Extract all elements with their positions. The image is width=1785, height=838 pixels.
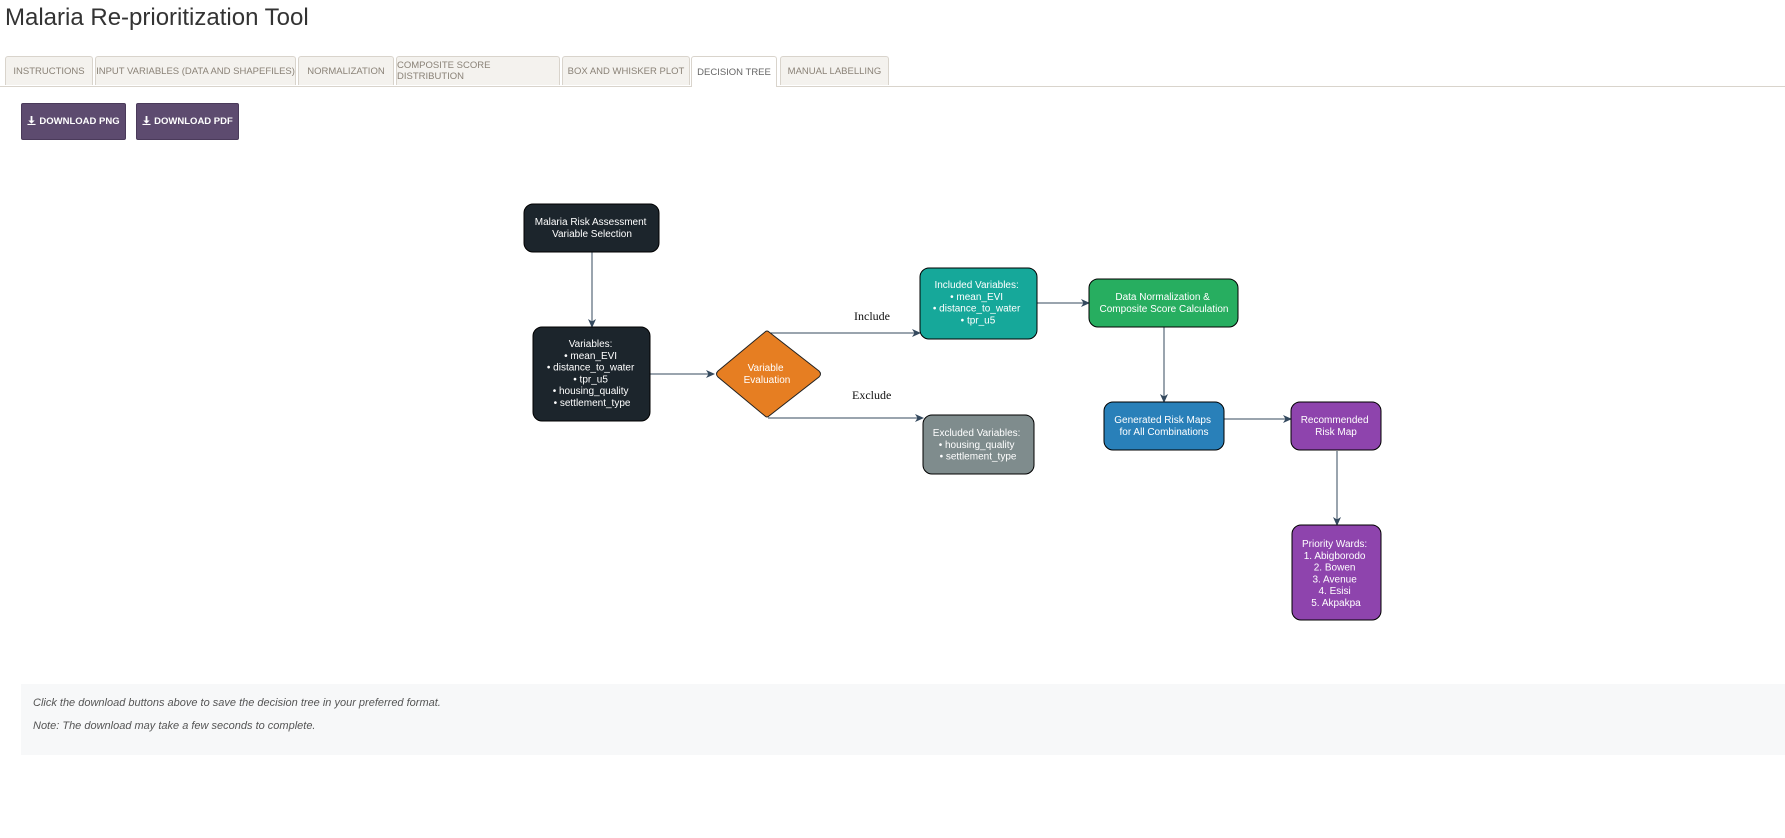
- svg-text:Priority Wards: 1. Abigb: Priority Wards: 1. Abigborodo 2. Bowen 3…: [1302, 539, 1370, 609]
- node-priority-wards: Priority Wards: 1. Abigborodo 2. Bowen 3…: [1291, 524, 1382, 621]
- download-pdf-button[interactable]: Download PDF: [136, 103, 239, 140]
- download-instruction-note: Click the download buttons above to save…: [33, 697, 441, 709]
- svg-text:Variable Evaluation: Variable Evaluation: [744, 363, 791, 386]
- node-start-line: Malaria Risk Assessment: [535, 217, 647, 228]
- tab-box-and-whisker-plot[interactable]: Box and Whisker Plot: [562, 56, 690, 85]
- download-icon: [142, 116, 151, 127]
- node-start: Malaria Risk Assessment Variable Selecti…: [523, 203, 660, 253]
- node-included-line: • tpr_u5: [961, 315, 996, 326]
- node-variables-line: • mean_EVI: [564, 351, 617, 362]
- node-priority-line: 2. Bowen: [1314, 563, 1356, 574]
- node-priority-line: 3. Avenue: [1312, 574, 1357, 585]
- download-notes-panel: Click the download buttons above to save…: [21, 684, 1785, 755]
- node-variables: Variables: • mean_EVI • distance_to_wate…: [532, 326, 651, 422]
- node-included-line: Included Variables:: [934, 280, 1018, 291]
- node-risk-maps-line: Generated Risk Maps: [1114, 415, 1211, 426]
- tab-normalization[interactable]: Normalization: [298, 56, 394, 85]
- svg-text:Data Normalization & Com: Data Normalization & Composite Score Cal…: [1100, 292, 1229, 315]
- svg-text:Variables: • mean_EVI: Variables: • mean_EVI • distance_to_wate…: [547, 339, 637, 409]
- tab-decision-tree[interactable]: Decision Tree: [691, 56, 777, 87]
- node-evaluation: Variable Evaluation: [716, 330, 821, 418]
- edge-label-include: Include: [854, 309, 890, 323]
- node-priority-line: 4. Esisi: [1318, 586, 1350, 597]
- download-png-button[interactable]: Download PNG: [21, 103, 126, 140]
- download-png-label: Download PNG: [39, 116, 120, 127]
- node-priority-line: 5. Akpakpa: [1311, 598, 1361, 609]
- node-variables-line: • distance_to_water: [547, 363, 635, 374]
- node-recommended: Recommended Risk Map: [1290, 401, 1382, 451]
- svg-text:Recommended Risk Map: Recommended Risk Map: [1301, 415, 1372, 438]
- node-evaluation-line: Evaluation: [744, 375, 791, 386]
- node-included: Included Variables: • mean_EVI • distanc…: [919, 267, 1038, 340]
- node-risk-maps: Generated Risk Maps for All Combinations: [1103, 401, 1225, 451]
- node-normalization: Data Normalization & Composite Score Cal…: [1088, 278, 1239, 328]
- svg-text:Excluded Variables: • ho: Excluded Variables: • housing_quality • …: [933, 428, 1023, 463]
- node-variables-line: Variables:: [569, 339, 613, 350]
- diagram-edges: [588, 252, 1341, 526]
- node-evaluation-line: Variable: [748, 363, 784, 374]
- node-variables-line: • tpr_u5: [573, 374, 608, 385]
- tab-input-variables[interactable]: Input Variables (Data and Shapefiles): [95, 56, 296, 85]
- node-variables-line: • housing_quality: [553, 386, 629, 397]
- tab-instructions[interactable]: Instructions: [5, 56, 93, 85]
- node-recommended-line: Recommended: [1301, 415, 1369, 426]
- node-variables-line: • settlement_type: [554, 398, 631, 409]
- edge-label-exclude: Exclude: [852, 388, 891, 402]
- svg-text:Generated Risk Maps for: Generated Risk Maps for All Combinations: [1114, 415, 1214, 438]
- node-normalization-line: Composite Score Calculation: [1100, 304, 1229, 315]
- tab-bar: Instructions Input Variables (Data and S…: [0, 56, 1785, 87]
- node-normalization-line: Data Normalization &: [1115, 292, 1210, 303]
- download-time-note: Note: The download may take a few second…: [33, 720, 316, 732]
- download-icon: [27, 116, 36, 127]
- node-risk-maps-line: for All Combinations: [1120, 427, 1209, 438]
- node-included-line: • mean_EVI: [950, 292, 1003, 303]
- svg-text:Malaria Risk Assessment: Malaria Risk Assessment Variable Selecti…: [535, 217, 649, 240]
- node-excluded: Excluded Variables: • housing_quality • …: [922, 414, 1035, 475]
- download-pdf-label: Download PDF: [154, 116, 233, 127]
- node-start-line: Variable Selection: [552, 229, 632, 240]
- tab-manual-labelling[interactable]: Manual Labelling: [780, 56, 889, 85]
- node-priority-line: 1. Abigborodo: [1304, 551, 1366, 562]
- node-excluded-line: • settlement_type: [940, 452, 1017, 463]
- node-excluded-line: Excluded Variables:: [933, 428, 1021, 439]
- node-recommended-line: Risk Map: [1315, 427, 1357, 438]
- node-excluded-line: • housing_quality: [939, 440, 1015, 451]
- node-priority-line: Priority Wards:: [1302, 539, 1367, 550]
- svg-text:Included Variables: • me: Included Variables: • mean_EVI • distanc…: [933, 280, 1023, 326]
- node-included-line: • distance_to_water: [933, 304, 1021, 315]
- page-title: Malaria Re-prioritization Tool: [5, 4, 309, 31]
- tab-composite-score-distribution[interactable]: Composite Score Distribution: [396, 56, 560, 85]
